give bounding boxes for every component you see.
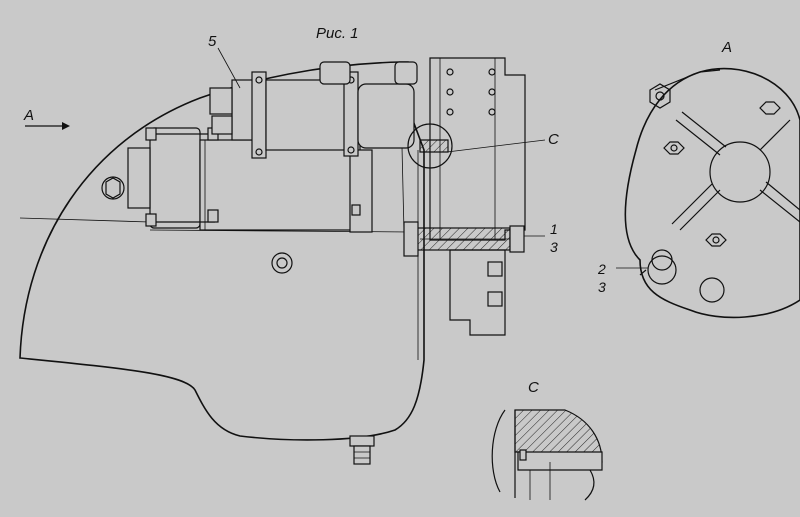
callout-3-main: 3: [550, 239, 558, 255]
callout-3-view: 3: [598, 279, 606, 295]
view-a-nut-low: [705, 233, 727, 247]
callout-1: 1: [550, 221, 558, 237]
callout-c: C: [548, 131, 559, 148]
view-a: [616, 67, 800, 319]
solenoid-relay: [209, 71, 415, 159]
housing-outline: [19, 61, 425, 441]
main-view: [19, 47, 546, 465]
callout-5: 5: [208, 33, 217, 50]
flywheel-housing: [319, 57, 526, 336]
section-c-break-left: [491, 409, 506, 493]
view-a-bolt-2-3: [639, 249, 725, 303]
view-a-title: A: [721, 39, 732, 56]
view-arrow-a: [25, 122, 70, 130]
view-a-nut-right: [759, 101, 781, 115]
callout-2: 2: [597, 261, 606, 277]
view-a-nut-mid: [663, 141, 685, 155]
section-c-body: [514, 410, 595, 501]
section-c-title: C: [528, 379, 539, 396]
view-a-lip: [654, 69, 721, 91]
leader-c: [446, 139, 546, 153]
bottom-drain: [349, 435, 375, 465]
hex-nut-left: [101, 176, 125, 200]
view-a-housing: [624, 67, 800, 319]
arrow-a-label: A: [23, 107, 34, 124]
figure-caption: Рис. 1: [316, 25, 359, 42]
starter-motor: [127, 127, 373, 233]
mounting-bolt: [403, 221, 525, 257]
leader-5: [217, 47, 241, 89]
view-a-nut-top: [649, 83, 671, 109]
view-a-central-boss: [709, 141, 771, 203]
drain-plug-bolt: [271, 252, 293, 274]
section-c-detail: [491, 409, 603, 501]
